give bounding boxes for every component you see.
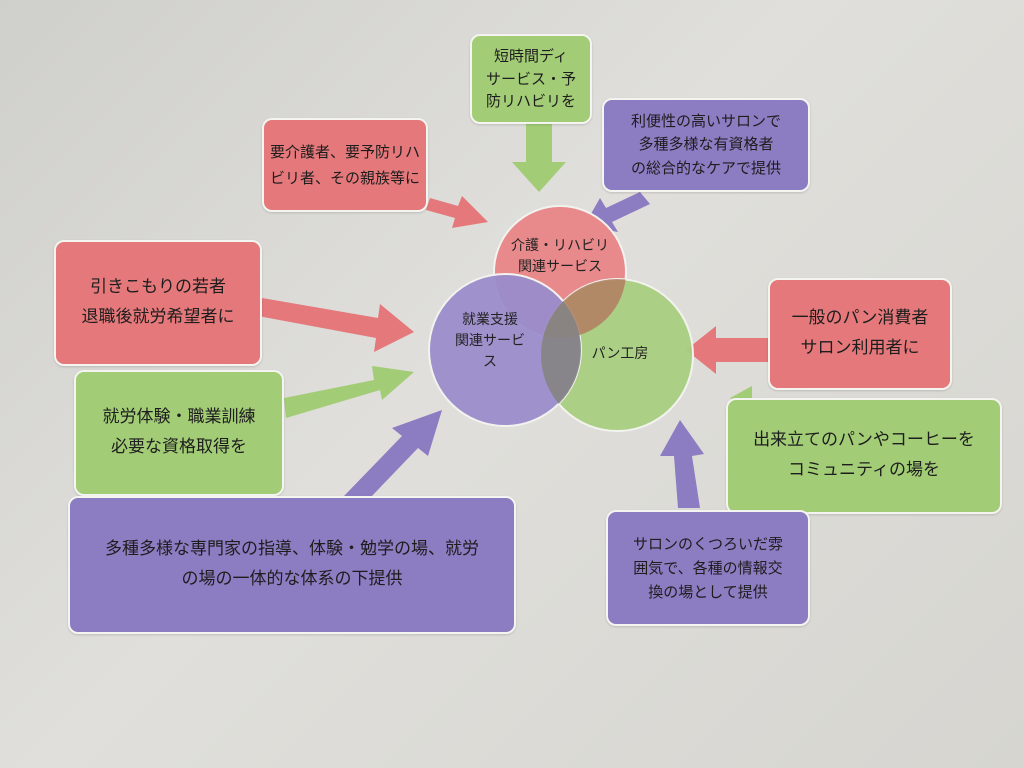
- arrow-left-red: [258, 298, 414, 352]
- arrow-bottom-left-purple: [344, 410, 442, 498]
- arrow-right-red: [686, 326, 768, 374]
- box-job-training: 就労体験・職業訓練 必要な資格取得を: [74, 370, 284, 496]
- arrow-bottom-right-purple: [660, 420, 704, 508]
- box-short-day-service: 短時間ディ サービス・予 防リハビリを: [470, 34, 592, 124]
- label-employment-services: 就業支援 関連サービ ス: [455, 312, 525, 370]
- venn: [428, 205, 694, 432]
- box-fresh-bread: 出来立てのパンやコーヒーを コミュニティの場を: [726, 398, 1002, 514]
- arrows: [258, 122, 770, 508]
- box-expert-guidance: 多種多様な専門家の指導、体験・勉学の場、就労 の場の一体的な体系の下提供: [68, 496, 516, 634]
- box-bakery-target: 一般のパン消費者 サロン利用者に: [768, 278, 952, 390]
- box-employment-target: 引きこもりの若者 退職後就労希望者に: [54, 240, 262, 366]
- box-care-target: 要介護者、要予防リハ ビリ者、その親族等に: [262, 118, 428, 212]
- label-care-services: 介護・リハビリ 関連サービス: [511, 238, 609, 275]
- arrow-left-green: [284, 366, 414, 418]
- box-salon-care: 利便性の高いサロンで 多種多様な有資格者 の総合的なケアで提供: [602, 98, 810, 192]
- box-salon-information: サロンのくつろいだ雰 囲気で、各種の情報交 換の場として提供: [606, 510, 810, 626]
- arrow-top-red: [426, 196, 488, 228]
- arrow-top-green: [512, 122, 566, 192]
- label-bakery: パン工房: [591, 346, 649, 362]
